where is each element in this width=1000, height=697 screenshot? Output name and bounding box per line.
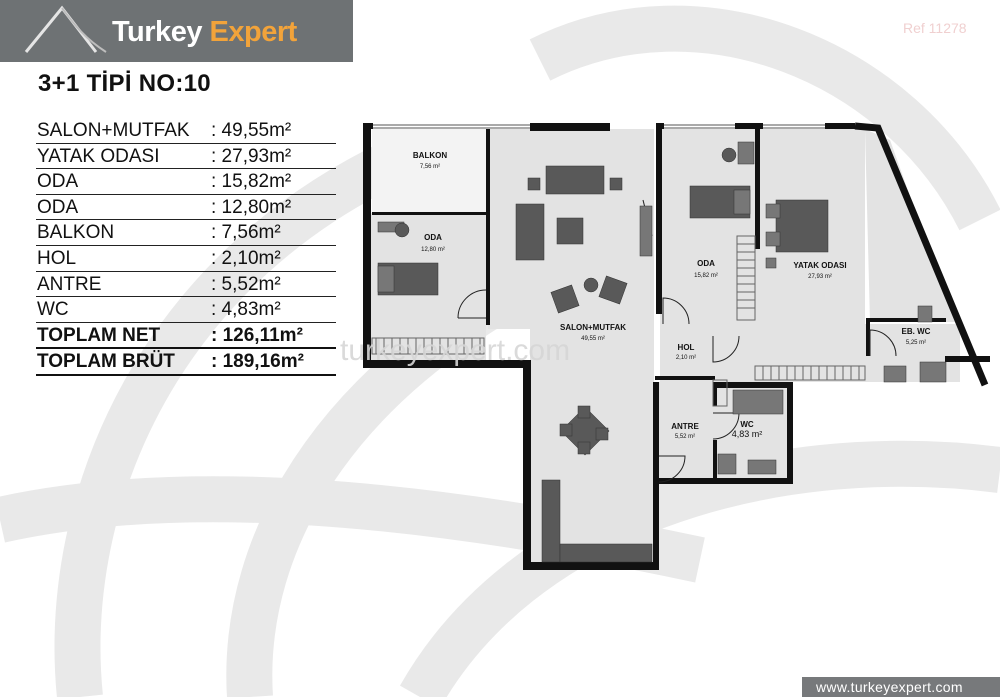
room-area-hol: 2,10 m²: [676, 355, 696, 361]
area-value: : 7,56m²: [211, 222, 281, 244]
area-value: : 27,93m²: [211, 145, 292, 167]
walls: [363, 123, 990, 570]
room-area-balkon: 7,56 m²: [420, 164, 440, 170]
total-net-row: TOPLAM NET : 126,11m²: [36, 323, 336, 350]
room-name-yatak: YATAK ODASI: [793, 261, 846, 270]
room-name-salon: SALON+MUTFAK: [560, 323, 626, 332]
area-row: BALKON : 7,56m²: [36, 220, 336, 246]
area-label: ODA: [37, 171, 79, 193]
area-label: ODA: [37, 196, 79, 218]
area-row: ODA : 12,80m²: [36, 195, 336, 221]
total-gross-row: TOPLAM BRÜT : 189,16m²: [36, 349, 336, 376]
room-area-salon: 49,55 m²: [581, 336, 605, 342]
total-value: : 189,16m²: [211, 351, 304, 373]
area-value: : 5,52m²: [211, 273, 281, 295]
area-label: BALKON: [37, 222, 115, 244]
area-row: ODA : 15,82m²: [36, 169, 336, 195]
brand-name-part1: Turkey: [112, 16, 202, 48]
area-value: : 15,82m²: [211, 171, 292, 193]
area-row: YATAK ODASI : 27,93m²: [36, 144, 336, 170]
area-label: YATAK ODASI: [37, 145, 160, 167]
area-value: : 12,80m²: [211, 196, 292, 218]
room-name-antre: ANTRE: [671, 422, 699, 431]
room-name-oda1: ODA: [424, 233, 442, 242]
footer-url: www.turkeyexpert.com: [816, 679, 963, 695]
room-name-oda2: ODA: [697, 259, 715, 268]
area-value: : 49,55m²: [211, 120, 292, 141]
watermark-text: turkeyexpert.com: [340, 334, 570, 367]
room-name-hol: HOL: [678, 343, 695, 352]
room-area-antre: 5,52 m²: [675, 434, 695, 440]
room-area-wc: 4,83 m²: [732, 429, 763, 439]
brand-logo: Turkey Expert: [112, 16, 297, 49]
room-area-ebwc: 5,25 m²: [906, 340, 926, 346]
area-row: SALON+MUTFAK : 49,55m²: [36, 118, 336, 144]
furniture: [377, 141, 947, 563]
brand-name-part2: Expert: [209, 16, 298, 48]
total-label: TOPLAM NET: [37, 324, 161, 346]
total-value: : 126,11m²: [211, 324, 303, 346]
footer-url-bar: www.turkeyexpert.com: [802, 677, 1000, 697]
room-name-ebwc: EB. WC: [902, 327, 931, 336]
windows: [373, 124, 825, 129]
room-area-oda1: 12,80 m²: [421, 247, 445, 253]
area-label: HOL: [37, 247, 77, 269]
reference-number: Ref 11278: [903, 20, 967, 36]
area-value: : 4,83m²: [211, 299, 281, 321]
logo-banner: Turkey Expert: [0, 0, 353, 62]
room-name-wc: WC: [740, 420, 754, 429]
plan-title: 3+1 TİPİ NO:10: [38, 70, 211, 97]
area-label: ANTRE: [37, 273, 102, 295]
total-label: TOPLAM BRÜT: [37, 351, 175, 373]
room-name-balkon: BALKON: [413, 151, 447, 160]
area-row: ANTRE : 5,52m²: [36, 272, 336, 298]
area-row: WC : 4,83m²: [36, 297, 336, 323]
brand-mark-icon: [24, 5, 107, 53]
room-area-oda2: 15,82 m²: [694, 273, 718, 279]
area-value: : 2,10m²: [211, 247, 281, 269]
room-area-yatak: 27,93 m²: [808, 274, 832, 280]
area-label: WC: [37, 299, 69, 321]
area-row: HOL : 2,10m²: [36, 246, 336, 272]
area-table: SALON+MUTFAK : 49,55m² YATAK ODASI : 27,93…: [36, 118, 336, 376]
area-label: SALON+MUTFAK: [37, 120, 190, 141]
